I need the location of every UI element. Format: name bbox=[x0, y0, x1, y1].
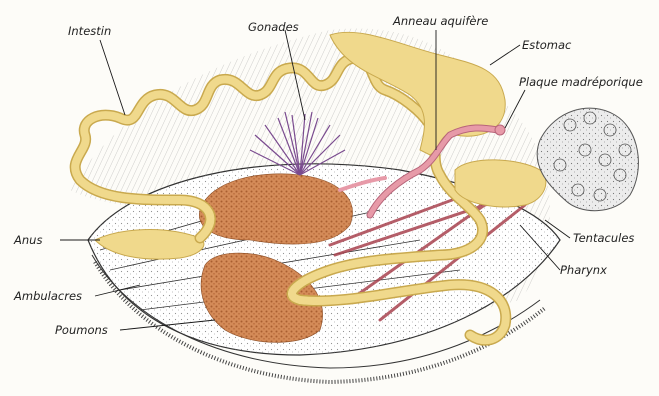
label-pharynx: Pharynx bbox=[560, 263, 607, 277]
label-plaque-madreporique: Plaque madréporique bbox=[519, 75, 643, 89]
label-poumons: Poumons bbox=[55, 323, 108, 337]
label-tentacules: Tentacules bbox=[573, 231, 634, 245]
label-intestin: Intestin bbox=[68, 24, 111, 38]
madreporic-plate bbox=[495, 125, 505, 135]
tentacles bbox=[537, 108, 638, 211]
label-anus: Anus bbox=[13, 233, 42, 247]
label-ambulacres: Ambulacres bbox=[13, 289, 82, 303]
pharynx bbox=[455, 160, 546, 207]
label-gonades: Gonades bbox=[248, 20, 299, 34]
label-estomac: Estomac bbox=[522, 38, 572, 52]
label-anneau-aquifere: Anneau aquifère bbox=[392, 14, 488, 28]
